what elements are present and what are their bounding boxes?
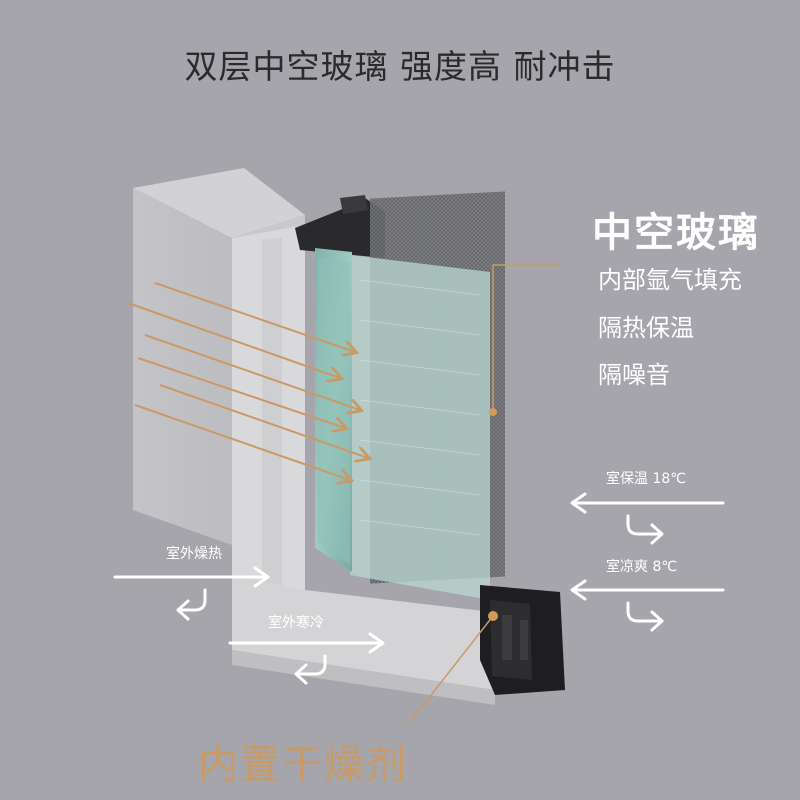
feature-argon-fill: 内部氩气填充 xyxy=(598,266,742,294)
heat-ray-arrows xyxy=(127,282,368,480)
built-in-desiccant-title: 内置干燥剂 xyxy=(198,742,408,788)
page-headline: 双层中空玻璃 强度高 耐冲击 xyxy=(184,47,616,86)
outdoor-hot-return-icon xyxy=(176,588,207,621)
top-profile xyxy=(295,195,385,258)
outdoor-cold-label: 室外寒冷 xyxy=(268,615,324,631)
glass-callout-leader xyxy=(492,264,560,412)
outdoor-cold-return-icon xyxy=(294,654,327,685)
insulated-glass-title: 中空玻璃 xyxy=(592,210,760,256)
indoor-warm-arrow-icon xyxy=(570,492,725,514)
feature-noise-insulation: 隔噪音 xyxy=(598,361,670,389)
outdoor-hot-arrow-icon xyxy=(113,566,270,588)
inner-glass-pane xyxy=(350,255,490,600)
indoor-cool-label: 室凉爽 8℃ xyxy=(606,559,678,575)
feature-heat-insulation: 隔热保温 xyxy=(598,314,694,342)
desiccant-callout-leader xyxy=(409,615,494,723)
outdoor-cold-arrow-icon xyxy=(228,632,385,654)
indoor-warm-return-icon xyxy=(626,514,664,545)
bottom-profile xyxy=(480,585,565,695)
indoor-cool-return-icon xyxy=(626,601,664,632)
indoor-warm-label: 室保温 18℃ xyxy=(606,471,686,487)
indoor-cool-arrow-icon xyxy=(570,579,725,601)
wall-section xyxy=(133,168,305,545)
outdoor-hot-label: 室外燥热 xyxy=(166,546,222,562)
window-frame xyxy=(232,225,560,705)
